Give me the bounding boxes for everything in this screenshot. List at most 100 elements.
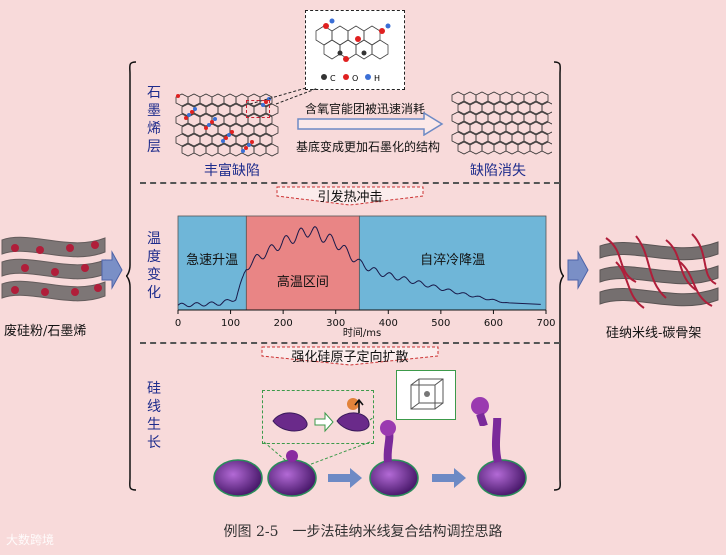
lattice-hexagon: [217, 143, 231, 157]
lattice-hexagon: [211, 93, 225, 107]
lattice-hexagon: [181, 123, 195, 137]
lattice-hexagon: [187, 133, 201, 147]
defect-atom: [250, 140, 254, 144]
lattice-hexagon: [511, 131, 525, 145]
lattice-hexagon: [235, 133, 249, 147]
diffusion-banner: [261, 346, 439, 366]
lattice-hexagon: [199, 93, 213, 107]
left-material-label: 废硅粉/石墨烯: [4, 324, 87, 339]
lattice-hexagon: [229, 143, 243, 157]
lattice-hexagon: [541, 101, 552, 115]
x-tick-label: 500: [431, 318, 450, 329]
lattice-hexagon: [253, 123, 267, 137]
x-tick-label: 0: [175, 318, 181, 329]
chart-region-label-1: 高温区间: [277, 274, 329, 290]
x-tick-label: 400: [379, 318, 398, 329]
layer-label-graphene: 石墨烯层: [147, 85, 161, 155]
lattice-hexagon: [253, 143, 267, 157]
lattice-hexagon: [259, 93, 273, 107]
lattice-hexagon: [475, 111, 489, 125]
lattice-hexagon: [493, 101, 507, 115]
defect-atom: [227, 133, 231, 137]
lattice-hexagon: [529, 141, 543, 155]
lattice-hexagon: [241, 123, 255, 137]
defect-atom: [193, 107, 197, 111]
lattice-hexagon: [469, 101, 483, 115]
lattice-hexagon: [505, 101, 519, 115]
defect-atom: [187, 113, 191, 117]
lattice-hexagon: [499, 131, 513, 145]
defect-atom: [221, 139, 225, 143]
lattice-hexagon: [475, 131, 489, 145]
perfect-graphene-lattice: [451, 91, 552, 155]
lattice-hexagon: [505, 141, 519, 155]
layer-label-temperature: 温度变化: [147, 231, 161, 301]
lattice-hexagon: [523, 131, 537, 145]
defect-atom: [241, 149, 245, 153]
lattice-hexagon: [265, 123, 279, 137]
lattice-hexagon: [529, 101, 543, 115]
lattice-hexagon: [493, 141, 507, 155]
right-arrow-icon: [101, 250, 123, 290]
x-tick-label: 100: [221, 318, 240, 329]
lattice-hexagon: [469, 121, 483, 135]
silicon-crystal-cell-icon: [410, 378, 444, 410]
lattice-hexagon: [199, 133, 213, 147]
lattice-hexagon: [451, 91, 465, 105]
lattice-hexagon: [535, 131, 549, 145]
crystal-inset-box: [396, 370, 456, 420]
lattice-hexagon: [517, 141, 531, 155]
right-bracket: [553, 61, 564, 491]
right-material-label: 硅纳米线-碳骨架: [606, 326, 702, 341]
thermal-shock-label: 引发热冲击: [317, 190, 383, 205]
chart-region-2: [358, 215, 547, 311]
lattice-hexagon: [523, 91, 537, 105]
lattice-hexagon: [193, 143, 207, 157]
defect-atom: [190, 110, 194, 114]
defect-atom: [213, 117, 217, 121]
defect-atom: [244, 146, 248, 150]
lattice-hexagon: [499, 111, 513, 125]
label-defects-gone: 缺陷消失: [470, 163, 526, 179]
x-tick-label: 700: [536, 318, 555, 329]
lattice-hexagon: [535, 111, 549, 125]
graphene-sheets-with-silicon-icon: [1, 236, 106, 302]
lattice-hexagon: [487, 111, 501, 125]
lattice-hexagon: [499, 91, 513, 105]
legend-c: C: [330, 74, 336, 83]
transform-arrow-icon: [297, 112, 444, 136]
lattice-hexagon: [451, 131, 465, 145]
x-axis-label: 时间/ms: [343, 326, 381, 339]
left-bracket: [126, 61, 137, 491]
layer-label-growth: 硅线生长: [147, 381, 161, 451]
lattice-hexagon: [517, 121, 531, 135]
lattice-hexagon: [481, 121, 495, 135]
lattice-hexagon: [475, 91, 489, 105]
chart-region-label-2: 自淬冷降温: [420, 253, 485, 268]
lattice-hexagon: [265, 143, 279, 157]
lattice-hexagon: [541, 121, 552, 135]
lattice-hexagon: [223, 113, 237, 127]
lattice-hexagon: [193, 123, 207, 137]
lattice-hexagon: [205, 143, 219, 157]
lattice-hexagon: [529, 121, 543, 135]
defect-atom: [176, 94, 180, 98]
lattice-hexagon: [463, 111, 477, 125]
defect-atom: [264, 100, 268, 104]
x-tick-label: 600: [484, 318, 503, 329]
thermal-shock-banner: [276, 186, 424, 206]
lattice-hexagon: [487, 131, 501, 145]
defect-atom: [247, 143, 251, 147]
defect-atom: [184, 116, 188, 120]
label-rich-defects: 丰富缺陷: [204, 163, 260, 179]
defect-atom: [207, 123, 211, 127]
note-oxygen-consumed: 含氧官能团被迅速消耗: [305, 102, 426, 116]
note-graphitized: 基底变成更加石墨化的结构: [296, 140, 441, 154]
lattice-hexagon: [541, 141, 552, 155]
lattice-hexagon: [463, 91, 477, 105]
x-tick-label: 200: [274, 318, 293, 329]
chart-region-label-0: 急速升温: [186, 253, 238, 268]
lattice-hexagon: [181, 143, 195, 157]
lattice-hexagon: [511, 91, 525, 105]
